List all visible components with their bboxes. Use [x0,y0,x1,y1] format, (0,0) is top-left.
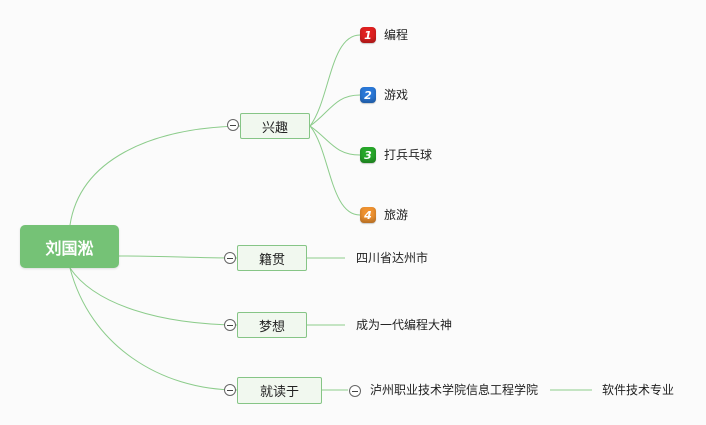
collapse-hobbies-toggle[interactable] [227,119,239,131]
hometown-value[interactable]: 四川省达州市 [356,251,429,265]
priority-2-icon: 2 [360,87,376,103]
connector-root-hobbies [69,125,241,226]
branch-dream[interactable]: 梦想 [237,312,307,338]
dream-value[interactable]: 成为一代编程大神 [356,318,453,332]
connector-hobbies-item1 [309,34,361,127]
collapse-hometown-toggle[interactable] [224,252,236,264]
hobby-item-4[interactable]: 旅游 [384,208,409,222]
collapse-school-toggle[interactable] [349,385,361,397]
connector-root-hometown [118,255,238,259]
connector-root-study [69,267,238,391]
connector-hobbies-item4 [309,125,361,216]
collapse-study-toggle[interactable] [224,384,236,396]
priority-4-icon: 4 [360,207,376,223]
connector-hobbies-item3 [309,125,361,156]
hobby-item-3[interactable]: 打兵乓球 [384,148,433,162]
branch-study[interactable]: 就读于 [237,377,322,404]
hobby-item-1[interactable]: 编程 [384,28,409,42]
connector-root-dream [69,267,238,326]
hobby-item-2[interactable]: 游戏 [384,88,409,102]
priority-3-icon: 3 [360,147,376,163]
branch-hobbies[interactable]: 兴趣 [240,113,310,139]
connector-hobbies-item2 [309,94,361,127]
study-major[interactable]: 软件技术专业 [602,383,675,397]
collapse-dream-toggle[interactable] [224,319,236,331]
priority-1-icon: 1 [360,27,376,43]
root-topic[interactable]: 刘国淞 [20,225,119,268]
study-school[interactable]: 泸州职业技术学院信息工程学院 [370,383,539,397]
branch-hometown[interactable]: 籍贯 [237,245,307,271]
